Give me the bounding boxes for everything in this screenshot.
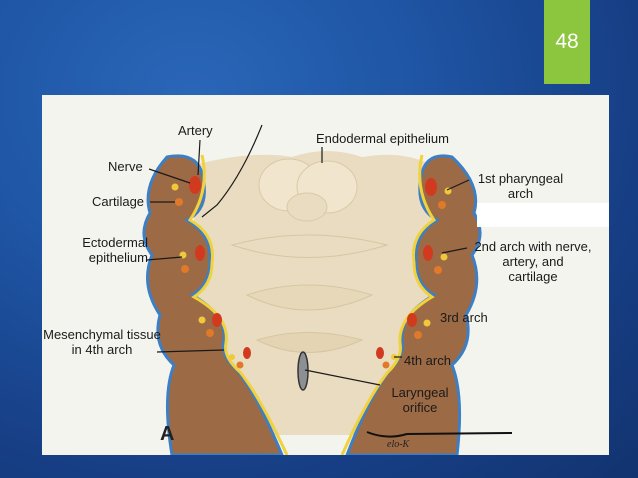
leader-lines: [146, 124, 470, 386]
floor-ridge-1: [230, 234, 389, 258]
pharyngeal-arches-drawing: [42, 95, 609, 455]
label-endodermal-epithelium: Endodermal epithelium: [316, 131, 449, 146]
label-mesenchymal-tissue: Mesenchymal tissue in 4th arch: [43, 327, 161, 357]
left-endoderm-line: [187, 154, 289, 455]
panel-letter: A: [160, 423, 175, 445]
tongue-swelling-center: [286, 192, 328, 222]
laryngeal-orifice: [297, 351, 309, 391]
floor-ridge-3: [255, 332, 364, 353]
floor-ridge-2: [245, 284, 374, 311]
label-3rd-arch: 3rd arch: [440, 310, 488, 325]
label-2nd-arch: 2nd arch with nerve, artery, and cartila…: [474, 239, 592, 284]
mask-patch: [477, 203, 609, 227]
label-laryngeal-orifice: Laryngeal orifice: [391, 385, 449, 415]
label-4th-arch: 4th arch: [404, 353, 451, 368]
signature-line: [366, 431, 513, 438]
label-ectodermal-epithelium: Ectodermal epithelium: [82, 235, 148, 265]
page-number-badge: 48: [544, 0, 590, 84]
artist-signature: elo-K: [387, 439, 410, 450]
label-1st-pharyngeal-arch: 1st pharyngeal arch: [477, 171, 564, 201]
right-arch-dots: [376, 178, 452, 369]
label-cartilage: Cartilage: [92, 194, 145, 209]
right-endoderm-line: [340, 154, 437, 455]
label-artery: Artery: [178, 123, 213, 138]
label-nerve: Nerve: [108, 159, 143, 174]
pharyngeal-arches-figure: Artery Endodermal epithelium Nerve Carti…: [42, 95, 609, 455]
